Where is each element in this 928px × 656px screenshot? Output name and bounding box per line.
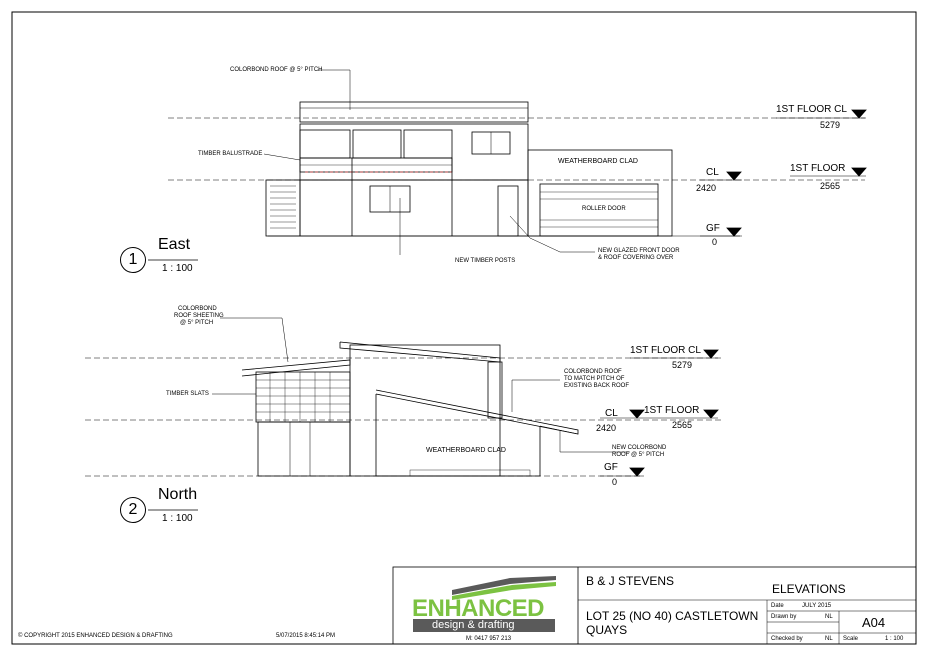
level-marker	[726, 171, 742, 181]
north-ground-left	[257, 421, 351, 477]
project-line-2: QUAYS	[586, 623, 628, 637]
east-balustrade-leader	[263, 153, 301, 161]
east-level-first-floor: 1ST FLOOR	[790, 163, 846, 174]
level-marker	[629, 467, 645, 477]
title-block-lines	[392, 566, 917, 645]
north-level-cl-value: 2420	[596, 423, 617, 433]
east-view-number: 1	[120, 247, 146, 273]
project-line-1: LOT 25 (NO 40) CASTLETOWN	[586, 609, 759, 623]
east-level-first-floor-cl-value: 5279	[820, 120, 841, 130]
east-door-leader	[509, 215, 595, 253]
north-view-title: North	[158, 486, 198, 503]
plot-timestamp: 5/07/2015 8:45:14 PM	[276, 633, 336, 639]
north-new-roof-leader	[559, 430, 630, 453]
north-match-label-1: COLORBOND ROOF	[564, 369, 622, 375]
logo-phone: M: 0417 957 213	[466, 636, 512, 642]
east-view-title: East	[158, 236, 191, 253]
level-marker	[851, 167, 867, 177]
checked-by-label: Checked by	[771, 636, 803, 642]
east-level-cl: CL	[706, 167, 719, 178]
level-marker	[851, 109, 867, 119]
north-clad-label: WEATHERBOARD CLAD	[426, 447, 506, 454]
north-level-gf: GF	[604, 462, 618, 473]
drawn-by-label: Drawn by	[771, 614, 797, 620]
logo-name: ENHANCED	[412, 595, 545, 622]
north-level-first-floor: 1ST FLOOR	[644, 405, 700, 416]
east-posts-label: NEW TIMBER POSTS	[455, 258, 516, 264]
east-roof-leader	[318, 69, 351, 110]
east-front-door-label-2: & ROOF COVERING OVER	[598, 255, 674, 261]
east-front-door	[497, 185, 519, 237]
north-level-first-floor-cl-value: 5279	[672, 360, 693, 370]
east-roller-label: ROLLER DOOR	[582, 206, 626, 212]
north-view-number: 2	[120, 497, 146, 523]
north-level-cl: CL	[605, 408, 618, 419]
north-roof-leader	[220, 317, 289, 363]
east-level-gf: GF	[706, 223, 720, 234]
enhanced-logo-graphic	[413, 576, 556, 632]
east-level-gf-value: 0	[712, 237, 718, 247]
north-elevation	[85, 317, 722, 511]
level-marker	[703, 409, 719, 419]
north-back-roof	[375, 389, 579, 435]
scale-value: 1 : 100	[885, 636, 904, 642]
copyright-text: © COPYRIGHT 2015 ENHANCED DESIGN & DRAFT…	[18, 633, 173, 639]
north-level-first-floor-value: 2565	[672, 420, 693, 430]
sheet-title: ELEVATIONS	[772, 582, 846, 596]
north-match-label-3: EXISTING BACK ROOF	[564, 383, 630, 389]
north-roof-label-1: COLORBOND	[178, 306, 217, 312]
north-match-label-2: TO MATCH PITCH OF	[564, 376, 625, 382]
east-level-first-floor-value: 2565	[820, 181, 841, 191]
level-marker	[703, 349, 719, 359]
east-roof-label: COLORBOND ROOF @ 5° PITCH	[230, 67, 323, 73]
north-level-first-floor-cl: 1ST FLOOR CL	[630, 345, 701, 356]
scale-label: Scale	[843, 636, 859, 642]
checked-by-value: NL	[825, 636, 833, 642]
north-left-roof	[241, 359, 351, 377]
date-label: Date	[771, 603, 784, 609]
level-marker	[726, 227, 742, 237]
east-elevation	[148, 69, 867, 261]
drawn-by-value: NL	[825, 614, 833, 620]
north-new-roof-label-2: ROOF @ 5° PITCH	[612, 452, 665, 458]
east-balustrade-label: TIMBER BALUSTRADE	[198, 151, 263, 157]
east-ground-storey	[299, 179, 529, 237]
north-match-leader	[511, 379, 560, 412]
north-roof-label-3: @ 5° PITCH	[180, 320, 214, 326]
level-marker	[629, 409, 645, 419]
north-slats-label: TIMBER SLATS	[166, 391, 209, 397]
north-new-roof-label-1: NEW COLORBOND	[612, 445, 667, 451]
north-roof-label-2: ROOF SHEETING	[174, 313, 224, 319]
east-view-scale: 1 : 100	[162, 263, 193, 274]
north-view-scale: 1 : 100	[162, 513, 193, 524]
east-level-cl-value: 2420	[696, 183, 717, 193]
logo-subtitle: design & drafting	[432, 619, 515, 631]
east-roof	[299, 101, 529, 123]
east-side-screen	[265, 179, 301, 237]
north-level-gf-value: 0	[612, 477, 618, 487]
client-name: B & J STEVENS	[586, 574, 675, 588]
sheet-number: A04	[862, 615, 886, 630]
east-clad-label: WEATHERBOARD CLAD	[558, 158, 638, 165]
east-level-first-floor-cl: 1ST FLOOR CL	[776, 104, 847, 115]
date-value: JULY 2015	[802, 603, 832, 609]
east-front-door-label-1: NEW GLAZED FRONT DOOR	[598, 248, 680, 254]
east-roller-door	[539, 183, 659, 237]
